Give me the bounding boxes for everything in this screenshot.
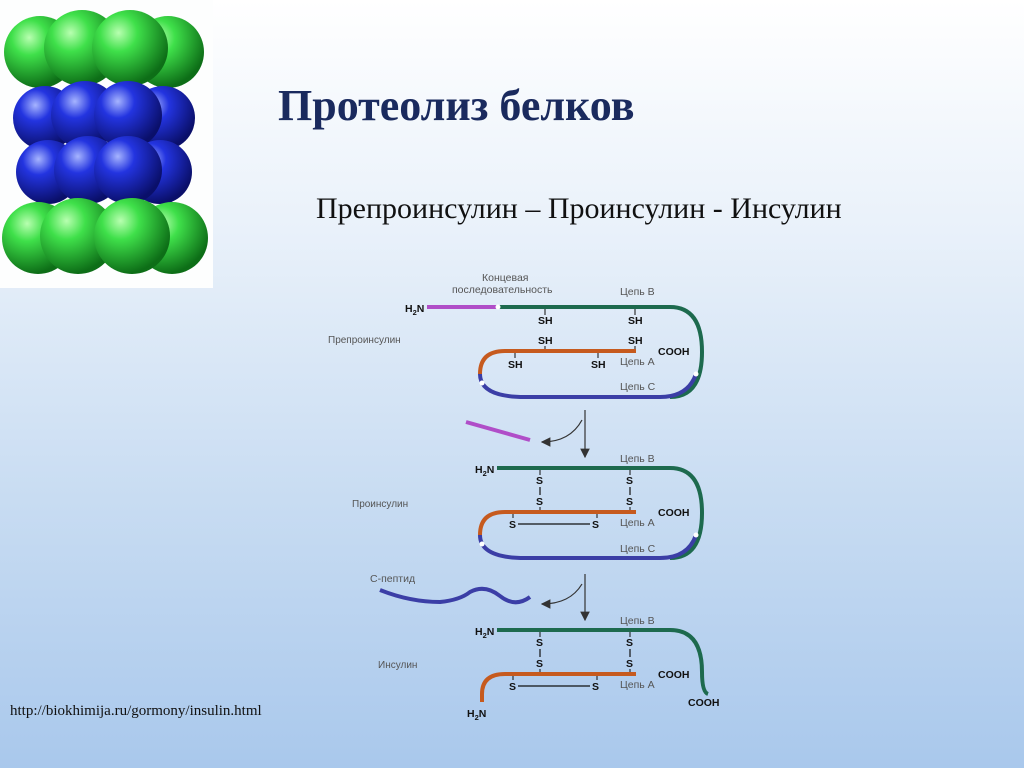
preproinsulin-cooh: COOH [658,346,690,358]
insulin-n-terminus-b: H2N [475,626,494,640]
cleaved-signal-peptide [465,420,531,442]
sulfur-atom: S [626,637,633,649]
proinsulin-chain-c-label: Цепь С [620,543,656,555]
proinsulin-cooh: COOH [658,507,690,519]
slide-subtitle: Препроинсулин – Проинсулин - Инсулин [316,192,842,225]
proinsulin-chain-b-label: Цепь В [620,453,655,465]
insulin-label: Инсулин [378,660,417,671]
signal-label-line-1: Концевая [482,272,528,284]
proinsulin-stage: Цепь В H2N S S S S S S COOH Цепь А Цепь … [352,453,705,560]
sulfur-atom: S [626,658,633,670]
proinsulin-chain-a-label: Цепь А [620,517,655,529]
cleavage-site [693,371,699,377]
insulin-cooh-b: COOH [688,697,720,709]
preproinsulin-chain-a [478,349,636,375]
signal-label-line-2: последовательность [452,284,553,296]
insulin-chain-b-end [669,628,709,696]
sulfur-atom: S [592,681,599,693]
preproinsulin-chain-c [478,373,698,399]
preproinsulin-chain-b-label: Цепь В [620,286,655,298]
cleavage-site [495,304,501,310]
preproinsulin-chain-a-label: Цепь А [620,356,655,368]
sulfur-atom: S [536,475,543,487]
sh-group: SH [538,335,553,347]
c-peptide-label: С-пептид [370,573,415,585]
proinsulin-chain-c [478,534,698,560]
sulfur-atom: S [509,681,516,693]
c-peptide [379,586,532,605]
sulfur-atom: S [626,475,633,487]
sulfur-atom: S [592,519,599,531]
sulfur-atom: S [509,519,516,531]
insulin-chain-a [480,672,636,702]
insulin-chain-b-label: Цепь В [620,615,655,627]
insulin-stage: Цепь В H2N COOH H2N S S S S S S COOH Цеп… [378,615,720,722]
sh-group: SH [538,315,553,327]
sulfur-atom: S [536,496,543,508]
proinsulin-chain-b-turn [669,466,705,560]
preproinsulin-chain-b-turn [669,305,705,399]
proinsulin-chain-a [478,510,636,536]
source-url: http://biokhimija.ru/gormony/insulin.htm… [10,703,262,719]
preproinsulin-n-terminus: H2N [405,303,424,317]
insulin-n-terminus-a: H2N [467,708,486,722]
insulin-cooh-a: COOH [658,669,690,681]
sh-group: SH [628,335,643,347]
insulin-processing-diagram: Концевая последовательность Цепь В H2N S… [328,272,720,722]
sulfur-atom: S [536,637,543,649]
proinsulin-label: Проинсулин [352,499,408,510]
release-arrow [540,583,583,609]
cleavage-site [479,380,485,386]
preproinsulin-chain-c-label: Цепь С [620,381,656,393]
proinsulin-n-terminus: H2N [475,464,494,478]
insulin-chain-a-label: Цепь А [620,679,655,691]
sh-group: SH [508,359,523,371]
preproinsulin-label: Препроинсулин [328,335,401,346]
protein-spheres-image [0,0,213,288]
sh-group: SH [628,315,643,327]
slide-title: Протеолиз белков [278,81,635,130]
release-arrow [540,419,583,447]
sulfur-atom: S [536,658,543,670]
preproinsulin-stage: Концевая последовательность Цепь В H2N S… [328,272,705,399]
sh-group: SH [591,359,606,371]
sulfur-atom: S [626,496,633,508]
